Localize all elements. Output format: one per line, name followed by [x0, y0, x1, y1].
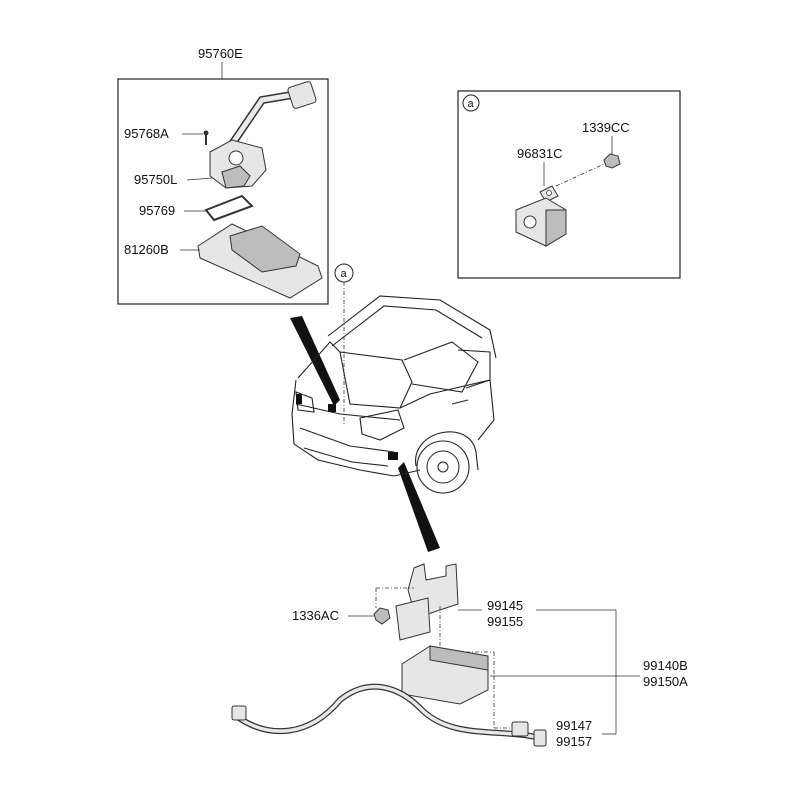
gasket-95769 [204, 194, 254, 222]
callout-a-box-circle [462, 94, 480, 112]
label-99157: 99157 [556, 734, 592, 749]
label-95750L: 95750L [134, 172, 177, 187]
detail-a-box [457, 90, 681, 279]
car-callout-a: a [334, 263, 354, 424]
detail-a-group: a 1339CC 96831C [457, 90, 681, 279]
side-window [403, 341, 479, 393]
label-99145: 99145 [487, 598, 523, 613]
label-95768A: 95768A [124, 126, 169, 141]
rear-window [339, 351, 413, 409]
bracket-plate [395, 597, 431, 641]
callout-a-car: a [341, 268, 348, 280]
module-group: 1336AC 99145 99155 99140B 99150A 99147 9… [231, 563, 688, 749]
label-99147: 99147 [556, 718, 592, 733]
callout-a-box: a [468, 98, 475, 110]
camera-assembly-box [117, 78, 329, 305]
door-handle [451, 399, 469, 405]
camera-lens [228, 150, 244, 166]
label-99150A: 99150A [643, 674, 688, 689]
rear-wheel [416, 440, 470, 494]
camera-connector [287, 81, 317, 109]
nut-1339CC [603, 153, 621, 169]
label-96831C: 96831C [517, 146, 563, 161]
right-tail-lamp [359, 409, 405, 441]
label-99155: 99155 [487, 614, 523, 629]
label-1336AC: 1336AC [292, 608, 339, 623]
label-81260B: 81260B [124, 242, 169, 257]
wheel-arch [415, 431, 479, 471]
label-1339CC: 1339CC [582, 120, 630, 135]
camera-lens-housing [221, 165, 251, 189]
camera-assembly-group: 95760E 95768A 95750L 95769 81260B [117, 46, 329, 305]
vehicle-illustration [291, 295, 497, 494]
pointer-to-module [398, 462, 440, 552]
label-95769: 95769 [139, 203, 175, 218]
pointer-to-camera [290, 316, 340, 406]
harness-connector-left [231, 705, 247, 721]
nut-1336AC [373, 607, 391, 625]
sensor-port [523, 215, 537, 229]
rear-bumper-outline [291, 379, 421, 477]
label-95760E: 95760E [198, 46, 243, 61]
label-99140B: 99140B [643, 658, 688, 673]
harness-connector-right [511, 721, 529, 737]
